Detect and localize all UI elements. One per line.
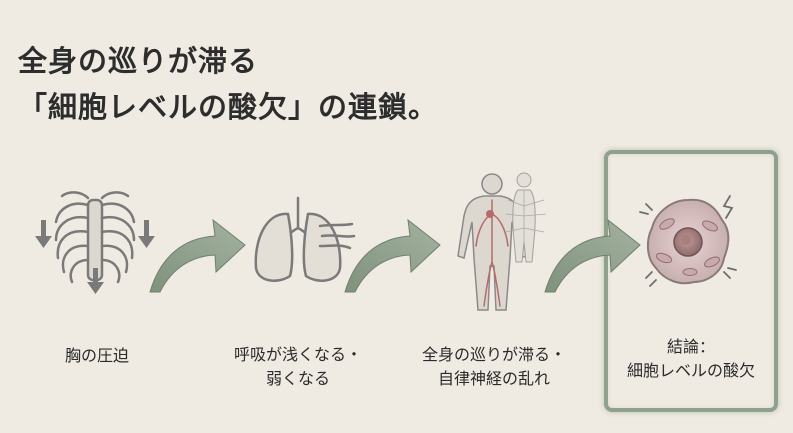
step-1-line-1: 胸の圧迫 [64,346,129,365]
step-3-line-1: 全身の巡りが滞る・ [421,345,566,364]
cell-icon [639,195,737,287]
step-2-line-1: 呼吸が浅くなる・ [233,345,362,364]
body-circulation-icon [457,172,547,311]
step-label-3: 全身の巡りが滞る・ 自律神経の乱れ [412,343,576,391]
step-4-line-1: 結論： [666,337,715,356]
title-line-2: 「細胞レベルの酸欠」の連鎖。 [18,90,439,124]
step-label-2: 呼吸が浅くなる・ 弱くなる [223,343,373,391]
pressure-arrows [35,220,155,294]
flow-arrow-1 [149,218,246,293]
step-3-line-2: 自律神経の乱れ [437,369,550,388]
flow-arrow-2 [344,218,441,293]
lungs-icon [254,196,356,282]
step-2-line-2: 弱くなる [265,369,330,388]
step-4-line-2: 細胞レベルの酸欠 [626,361,755,380]
step-label-1: 胸の圧迫 [47,344,147,368]
conclusion-box [604,150,778,412]
title-line-1: 全身の巡りが滞る [18,44,259,78]
diagram-title: 全身の巡りが滞る 「細胞レベルの酸欠」の連鎖。 [18,38,438,130]
flow-arrow-3 [544,218,641,293]
step-label-4: 結論： 細胞レベルの酸欠 [612,335,770,383]
